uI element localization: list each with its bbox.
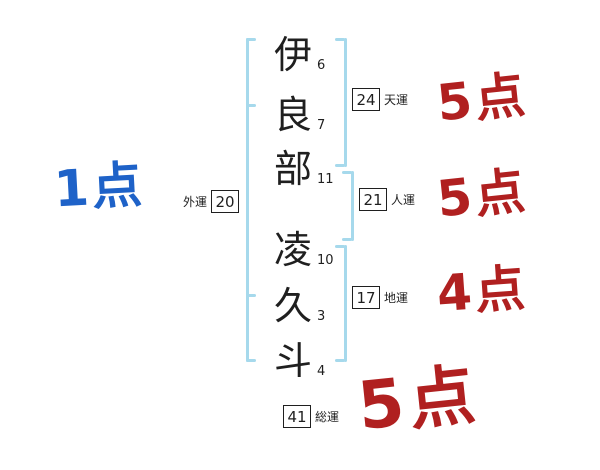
gaiun-bracket-tick-upper xyxy=(246,104,256,107)
chiun-bracket-line xyxy=(344,245,347,362)
name-kanji: 斗 xyxy=(273,339,312,383)
soun-score: 5点 xyxy=(354,355,484,446)
tenun-bracket-line xyxy=(344,38,347,167)
jinun-value-box: 21 xyxy=(359,188,387,211)
gaiun-bracket-tick-bottom xyxy=(246,359,256,362)
stroke-count: 6 xyxy=(317,57,326,73)
name-kanji: 伊 xyxy=(273,33,312,77)
stroke-count: 3 xyxy=(317,308,326,324)
jinun-bracket-tick-top xyxy=(342,171,352,174)
name-char-row: 伊 6 xyxy=(272,33,326,77)
tenun-bracket-tick-top xyxy=(335,38,345,41)
jinun-score: 5点 xyxy=(434,161,531,229)
tenun-value-box: 24 xyxy=(352,88,380,111)
jinun-fortune: 21 人運 xyxy=(359,188,415,211)
stroke-count: 7 xyxy=(317,117,326,133)
chiun-bracket-tick-bottom xyxy=(335,359,345,362)
chiun-bracket-tick-top xyxy=(335,245,345,248)
gaiun-fortune: 外運 20 xyxy=(183,190,240,213)
gaiun-label: 外運 xyxy=(183,195,208,209)
tenun-fortune: 24 天運 xyxy=(352,88,408,111)
gaiun-bracket-tick-lower xyxy=(246,294,256,297)
stroke-count: 4 xyxy=(317,363,326,379)
name-char-row: 良 7 xyxy=(272,93,326,137)
chiun-label: 地運 xyxy=(384,291,409,305)
name-char-row: 久 3 xyxy=(272,284,326,328)
soun-value-box: 41 xyxy=(283,405,311,428)
gaiun-bracket-tick-top xyxy=(246,38,256,41)
gaiun-bracket-line xyxy=(246,38,249,362)
chiun-value-box: 17 xyxy=(352,286,380,309)
stroke-count: 10 xyxy=(317,252,334,268)
name-kanji: 凌 xyxy=(273,228,312,272)
tenun-label: 天運 xyxy=(384,93,409,107)
chiun-fortune: 17 地運 xyxy=(352,286,408,309)
tenun-bracket-tick-bottom xyxy=(335,164,345,167)
tenun-score: 5点 xyxy=(434,65,531,133)
gaiun-value-box: 20 xyxy=(211,190,240,213)
soun-fortune: 41 総運 xyxy=(283,405,339,428)
stroke-count: 11 xyxy=(317,171,334,187)
name-char-row: 部 11 xyxy=(272,147,334,191)
soun-label: 総運 xyxy=(315,410,340,424)
gaiun-score: 1点 xyxy=(52,155,147,219)
name-kanji: 良 xyxy=(273,93,312,137)
name-kanji: 久 xyxy=(273,284,312,328)
name-char-row: 凌 10 xyxy=(272,228,334,272)
chiun-score: 4点 xyxy=(435,258,530,324)
jinun-label: 人運 xyxy=(391,193,416,207)
jinun-bracket-line xyxy=(351,171,354,241)
name-char-row: 斗 4 xyxy=(272,339,326,383)
jinun-bracket-tick-bottom xyxy=(342,238,352,241)
name-kanji: 部 xyxy=(273,147,312,191)
